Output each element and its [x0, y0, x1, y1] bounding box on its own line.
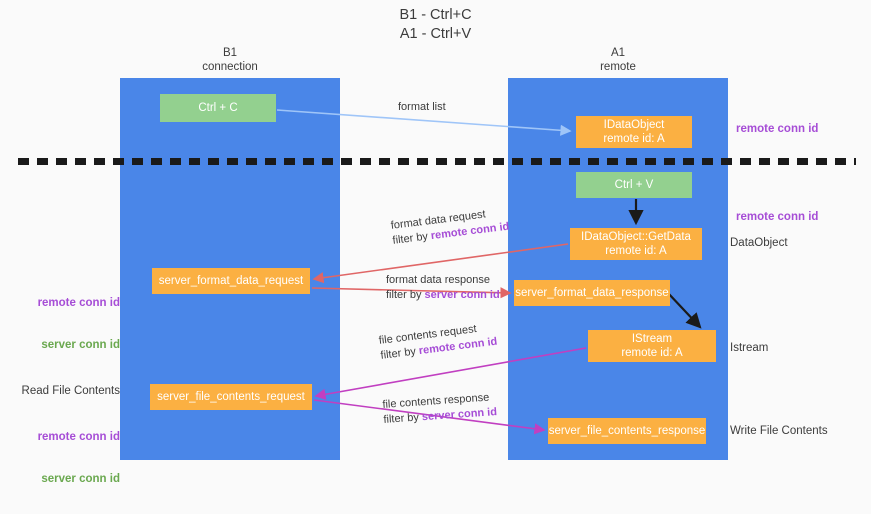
box-server-file-contents-response[interactable]: server_file_contents_response	[548, 418, 706, 444]
flow-label-file-contents-request: file contents request filter by remote c…	[378, 320, 498, 364]
flow-fdresp-line2: filter by server conn id	[386, 288, 500, 303]
left-remote-conn-id-label: remote conn id	[37, 297, 120, 309]
right-write-file-contents: Write File Contents	[730, 425, 828, 437]
box-ctrl-c[interactable]: Ctrl + C	[160, 94, 276, 122]
page-title: B1 - Ctrl+C A1 - Ctrl+V	[399, 7, 472, 42]
left-conn-id-legend-2: remote conn id server conn id	[16, 402, 120, 514]
box-server-format-data-request[interactable]: server_format_data_request	[152, 268, 310, 294]
right-remote-conn-id-mid: remote conn id	[736, 211, 819, 223]
read-file-contents-label: Read File Contents	[21, 385, 120, 397]
left-remote-conn-id-label-2: remote conn id	[37, 431, 120, 443]
column-header-a1: A1 remote	[600, 47, 636, 73]
box-server-format-data-response[interactable]: server_format_data_response	[514, 280, 670, 306]
right-remote-conn-id-top: remote conn id	[736, 123, 819, 135]
flow-fdresp-filter: server conn id	[424, 289, 500, 301]
flow-format-list-line1: format list	[398, 101, 446, 113]
flow-label-format-data-response: format data response filter by server co…	[386, 273, 500, 303]
right-dataobject-label: DataObject	[730, 237, 788, 249]
diagram-canvas: B1 - Ctrl+C A1 - Ctrl+V B1 connection A1…	[16, 7, 856, 485]
flow-fcresp-prefix: filter by	[383, 411, 423, 426]
box-istream[interactable]: IStream remote id: A	[588, 330, 716, 362]
left-conn-id-legend: remote conn id server conn id	[16, 268, 120, 380]
flow-label-format-list: format list	[398, 100, 446, 115]
left-server-conn-id-label-2: server conn id	[41, 473, 120, 485]
box-idataobject[interactable]: IDataObject remote id: A	[576, 116, 692, 148]
flow-fdreq-prefix: filter by	[391, 230, 432, 247]
left-server-conn-id-label: server conn id	[41, 339, 120, 351]
flow-fcreq-prefix: filter by	[379, 345, 420, 362]
section-divider	[18, 158, 856, 165]
flow-label-format-data-request: format data request filter by remote con…	[390, 205, 510, 249]
flow-label-file-contents-response: file contents response filter by server …	[382, 390, 498, 428]
box-server-file-contents-request[interactable]: server_file_contents_request	[150, 384, 312, 410]
box-ctrl-v[interactable]: Ctrl + V	[576, 172, 692, 198]
flow-fdresp-line1: format data response	[386, 274, 490, 286]
column-header-b1: B1 connection	[202, 47, 258, 73]
flow-fcresp-filter: server conn id	[421, 406, 498, 424]
right-istream-label: Istream	[730, 342, 769, 354]
flow-fdresp-prefix: filter by	[386, 289, 425, 301]
box-idataobject-getdata[interactable]: IDataObject::GetData remote id: A	[570, 228, 702, 260]
